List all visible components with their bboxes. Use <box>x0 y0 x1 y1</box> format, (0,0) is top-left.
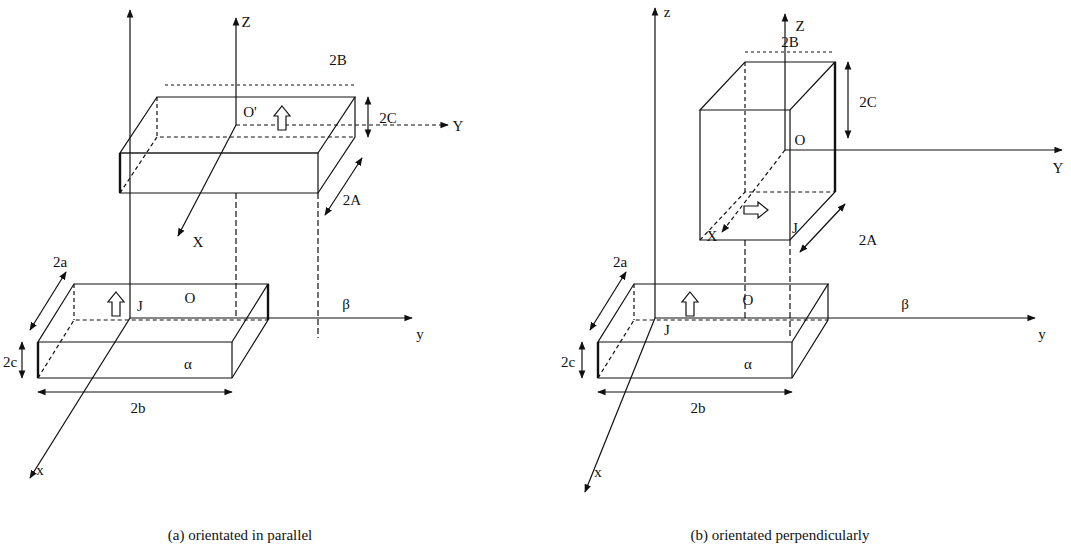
axis-label: 2a <box>53 255 67 270</box>
axis-label: 2a <box>613 255 627 270</box>
axis-label: O <box>795 133 806 148</box>
axis-label: x <box>36 463 44 478</box>
axis-label: β <box>901 297 909 312</box>
axis-label: X <box>707 229 718 244</box>
axis-label: O <box>743 293 754 308</box>
axis-label: Y <box>453 119 464 134</box>
axis-label: O' <box>243 105 257 120</box>
axis-label: Z <box>241 15 250 30</box>
axis-label: 2B <box>781 35 799 50</box>
axis-label: J <box>792 221 798 236</box>
axis-label: J <box>137 299 143 314</box>
axis-label: y <box>1038 327 1046 342</box>
axis-label: α <box>184 357 192 372</box>
axis-label: X <box>193 235 204 250</box>
figure-caption: (a) orientated in parallel <box>168 528 313 543</box>
axis-label: Y <box>1053 161 1064 176</box>
axis-label: 2c <box>561 355 575 370</box>
axis-label: x <box>594 465 602 480</box>
axis-label: O <box>185 291 196 306</box>
axis-label: J <box>664 323 670 338</box>
axis-label: 2C <box>379 111 397 126</box>
axis-label: y <box>416 327 424 342</box>
axis-label: 2C <box>859 95 877 110</box>
axis-label: 2b <box>131 401 146 416</box>
axis-label: 2B <box>329 53 347 68</box>
axis-label: z <box>664 5 671 20</box>
axis-label: 2A <box>859 233 877 248</box>
axis-label: 2b <box>691 401 706 416</box>
figure-caption: (b) orientated perpendicularly <box>690 528 869 543</box>
axis-label: 2c <box>3 355 17 370</box>
axis-label: Z <box>795 19 804 34</box>
axis-label: α <box>744 357 752 372</box>
axis-label: β <box>342 297 350 312</box>
axis-label: 2A <box>343 193 361 208</box>
